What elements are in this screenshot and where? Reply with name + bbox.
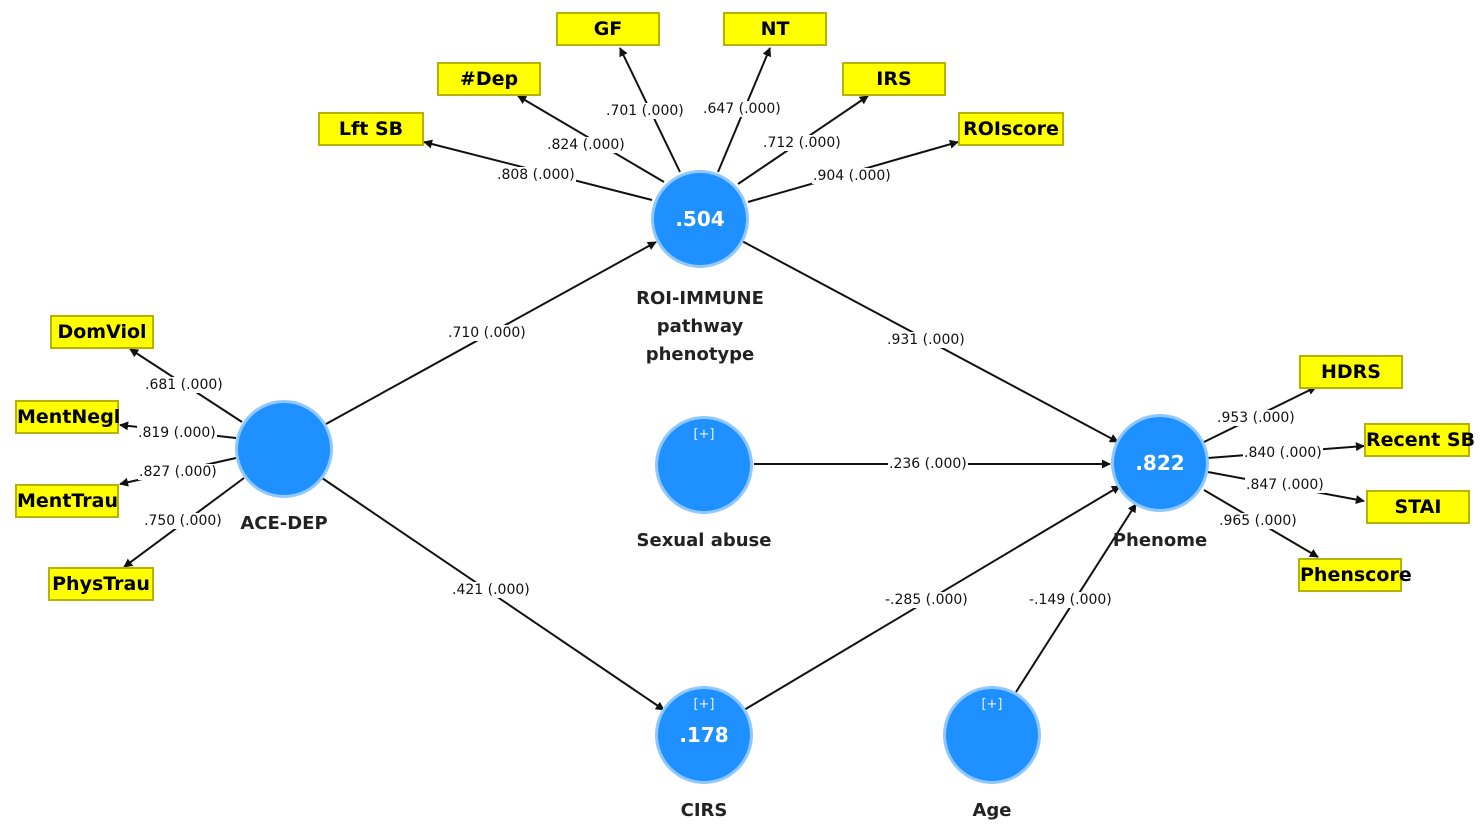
indicator-lftsb[interactable]: Lft SB — [318, 112, 424, 146]
indicator-stai[interactable]: STAI — [1366, 490, 1470, 524]
loading-lftsb: .808 (.000) — [496, 167, 576, 183]
path-ace-cirs: .421 (.000) — [451, 582, 531, 598]
latent-phenome-label: Phenome — [1112, 530, 1208, 551]
indicator-menttrau[interactable]: MentTrau — [15, 484, 119, 518]
latent-sexual-abuse[interactable]: [+] — [655, 416, 753, 514]
loading-dep: .824 (.000) — [546, 137, 626, 153]
loading-gf: .701 (.000) — [605, 103, 685, 119]
latent-cirs[interactable]: [+] .178 — [655, 686, 753, 784]
indicator-irs[interactable]: IRS — [842, 62, 946, 96]
path-ace-roi: .710 (.000) — [447, 325, 527, 341]
loading-mentnegl: .819 (.000) — [137, 425, 217, 441]
loading-domviol: .681 (.000) — [144, 377, 224, 393]
latent-age-label: Age — [972, 800, 1012, 821]
latent-roi-label-line3: phenotype — [645, 344, 755, 365]
indicator-phystrau[interactable]: PhysTrau — [48, 567, 154, 601]
latent-cirs-r2: .178 — [679, 723, 729, 747]
loading-phenscore: .965 (.000) — [1218, 513, 1298, 529]
latent-cirs-label: CIRS — [680, 800, 728, 821]
latent-sexual-label: Sexual abuse — [636, 530, 772, 551]
loading-phystrau: .750 (.000) — [143, 513, 223, 529]
loading-hdrs: .953 (.000) — [1216, 410, 1296, 426]
latent-cirs-expand-indicator[interactable]: [+] — [693, 697, 715, 712]
latent-ace-label: ACE-DEP — [240, 513, 328, 534]
path-age-phenome: -.149 (.000) — [1028, 592, 1113, 608]
indicator-phenscore[interactable]: Phenscore — [1298, 558, 1412, 592]
loading-roiscore: .904 (.000) — [812, 168, 892, 184]
loading-irs: .712 (.000) — [762, 135, 842, 151]
loading-menttrau: .827 (.000) — [138, 464, 218, 480]
indicator-nt[interactable]: NT — [723, 12, 827, 46]
loading-nt: .647 (.000) — [702, 101, 782, 117]
latent-phenome[interactable]: .822 — [1111, 414, 1209, 512]
latent-phenome-r2: .822 — [1135, 451, 1185, 475]
indicator-domviol[interactable]: DomViol — [50, 315, 154, 349]
loading-stai: .847 (.000) — [1245, 477, 1325, 493]
path-cirs-phenome: -.285 (.000) — [884, 592, 969, 608]
latent-roi-label: ROI-IMMUNE pathway phenotype — [600, 285, 800, 369]
latent-roi-label-line1: ROI-IMMUNE — [636, 288, 764, 309]
latent-age[interactable]: [+] — [943, 686, 1041, 784]
latent-sexual-expand-indicator[interactable]: [+] — [693, 427, 715, 442]
indicator-recentsb[interactable]: Recent SB — [1364, 423, 1475, 457]
path-sexual-phenome: .236 (.000) — [888, 456, 968, 472]
latent-age-expand-indicator[interactable]: [+] — [981, 697, 1003, 712]
loading-recentsb: .840 (.000) — [1243, 445, 1323, 461]
path-roi-phenome: .931 (.000) — [886, 332, 966, 348]
latent-roi-r2: .504 — [675, 207, 725, 231]
indicator-gf[interactable]: GF — [556, 12, 660, 46]
latent-ace-dep[interactable] — [235, 400, 333, 498]
indicator-mentnegl[interactable]: MentNegl — [15, 400, 120, 434]
indicator-dep[interactable]: #Dep — [437, 62, 541, 96]
indicator-hdrs[interactable]: HDRS — [1299, 355, 1403, 389]
latent-roi-immune[interactable]: .504 — [651, 170, 749, 268]
latent-roi-label-line2: pathway — [656, 316, 744, 337]
indicator-roiscore[interactable]: ROIscore — [958, 112, 1064, 146]
